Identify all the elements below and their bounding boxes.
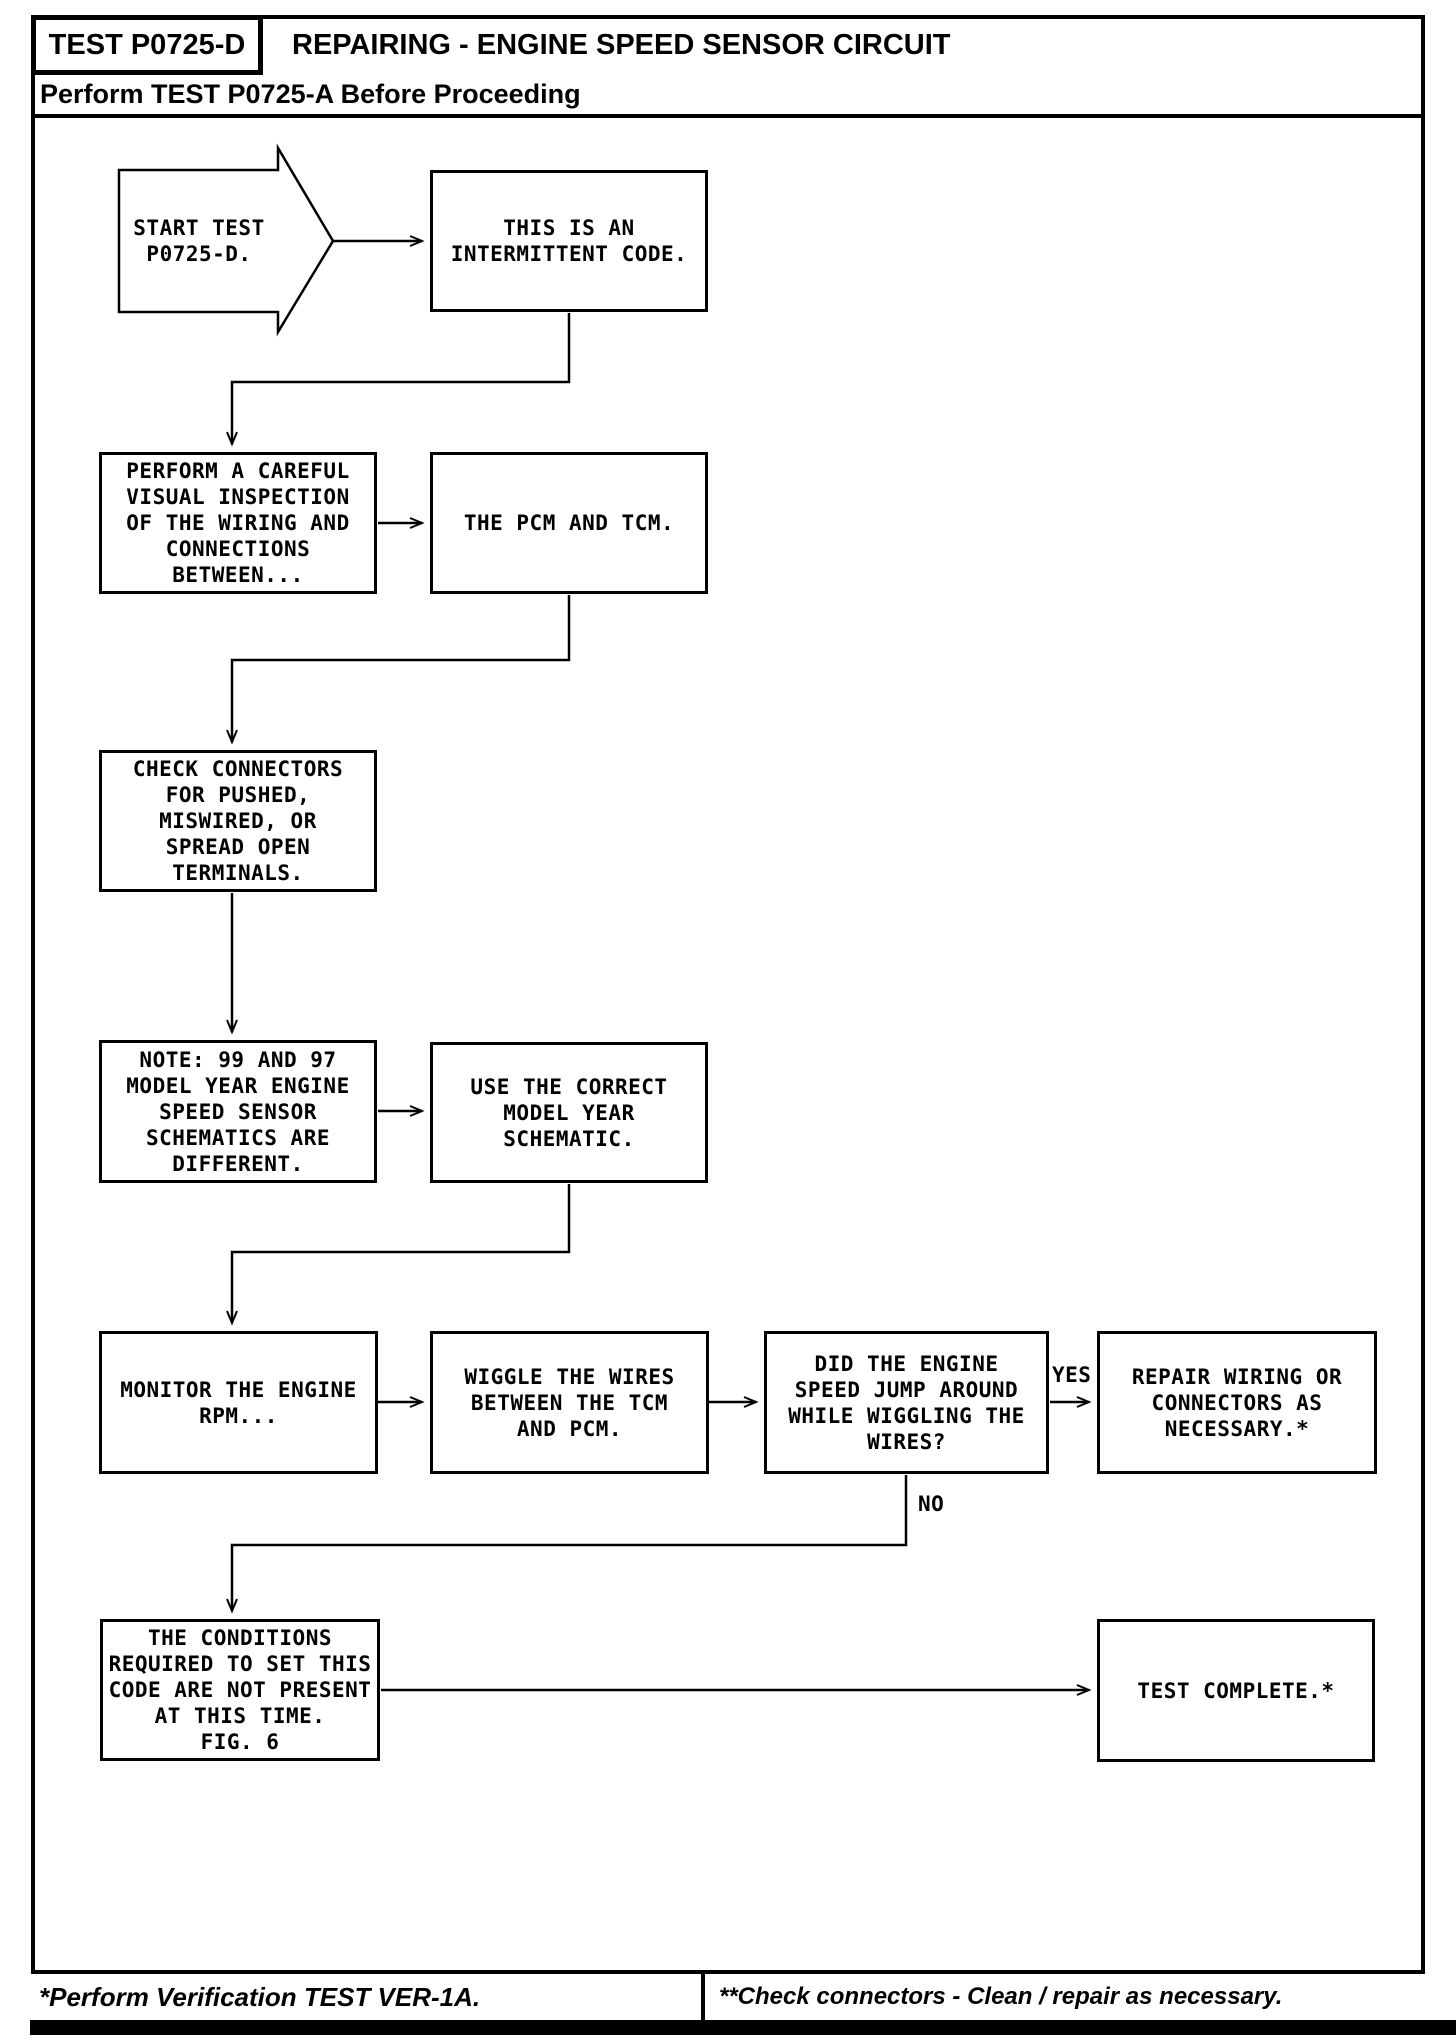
flow-node-text: PERFORM A CAREFUL VISUAL INSPECTION OF T… bbox=[126, 459, 350, 587]
test-id-box: TEST P0725-D bbox=[31, 15, 263, 75]
flow-node-test-complete: TEST COMPLETE.* bbox=[1097, 1619, 1375, 1762]
connector-lines bbox=[226, 235, 1092, 1696]
flow-node-intermittent-code: THIS IS AN INTERMITTENT CODE. bbox=[430, 170, 708, 312]
footer-note-left: *Perform Verification TEST VER-1A. bbox=[31, 1974, 705, 2020]
flow-node-text: TEST COMPLETE.* bbox=[1137, 1678, 1335, 1703]
page-title: REPAIRING - ENGINE SPEED SENSOR CIRCUIT bbox=[292, 28, 951, 61]
flow-node-text: THE PCM AND TCM. bbox=[463, 511, 675, 535]
flow-node-visual-inspection: PERFORM A CAREFUL VISUAL INSPECTION OF T… bbox=[99, 452, 377, 594]
flow-node-use-schematic: USE THE CORRECT MODEL YEAR SCHEMATIC. bbox=[430, 1042, 708, 1183]
start-arrow-shape bbox=[117, 143, 335, 337]
flow-node-text: THE CONDITIONS REQUIRED TO SET THIS CODE… bbox=[108, 1626, 372, 1754]
flow-node-start: START TEST P0725-D. bbox=[133, 216, 265, 266]
flow-node-text: DID THE ENGINE SPEED JUMP AROUND WHILE W… bbox=[788, 1351, 1025, 1454]
flow-node-conditions-not-present: THE CONDITIONS REQUIRED TO SET THIS CODE… bbox=[100, 1619, 380, 1761]
flow-node-check-connectors: CHECK CONNECTORS FOR PUSHED, MISWIRED, O… bbox=[99, 750, 377, 892]
flow-node-note-model-year: NOTE: 99 AND 97 MODEL YEAR ENGINE SPEED … bbox=[99, 1040, 377, 1183]
flow-node-text: THIS IS AN INTERMITTENT CODE. bbox=[450, 216, 688, 266]
flow-node-text: REPAIR WIRING OR CONNECTORS AS NECESSARY… bbox=[1131, 1364, 1343, 1441]
test-id-label: TEST P0725-D bbox=[48, 28, 246, 61]
flow-node-speed-jump-question: DID THE ENGINE SPEED JUMP AROUND WHILE W… bbox=[764, 1331, 1049, 1474]
bottom-bar bbox=[30, 2020, 1456, 2035]
flow-node-text: WIGGLE THE WIRES BETWEEN THE TCM AND PCM… bbox=[464, 1364, 675, 1441]
footer-note-right: **Check connectors - Clean / repair as n… bbox=[719, 1983, 1283, 2010]
flow-node-repair-wiring: REPAIR WIRING OR CONNECTORS AS NECESSARY… bbox=[1097, 1331, 1377, 1474]
flow-node-text: NOTE: 99 AND 97 MODEL YEAR ENGINE SPEED … bbox=[126, 1047, 350, 1176]
footer-notes: *Perform Verification TEST VER-1A. **Che… bbox=[31, 1970, 1425, 2020]
yes-label: YES bbox=[1052, 1363, 1092, 1387]
flow-node-text: USE THE CORRECT MODEL YEAR SCHEMATIC. bbox=[470, 1074, 668, 1151]
flow-node-text: MONITOR THE ENGINE RPM... bbox=[120, 1377, 357, 1428]
flow-node-pcm-tcm: THE PCM AND TCM. bbox=[430, 452, 708, 594]
no-label: NO bbox=[918, 1492, 945, 1516]
page-subtitle: Perform TEST P0725-A Before Proceeding bbox=[31, 75, 1425, 118]
flow-node-text: CHECK CONNECTORS FOR PUSHED, MISWIRED, O… bbox=[132, 757, 344, 885]
flow-node-wiggle-wires: WIGGLE THE WIRES BETWEEN THE TCM AND PCM… bbox=[430, 1331, 709, 1474]
flow-node-monitor-rpm: MONITOR THE ENGINE RPM... bbox=[99, 1331, 378, 1474]
